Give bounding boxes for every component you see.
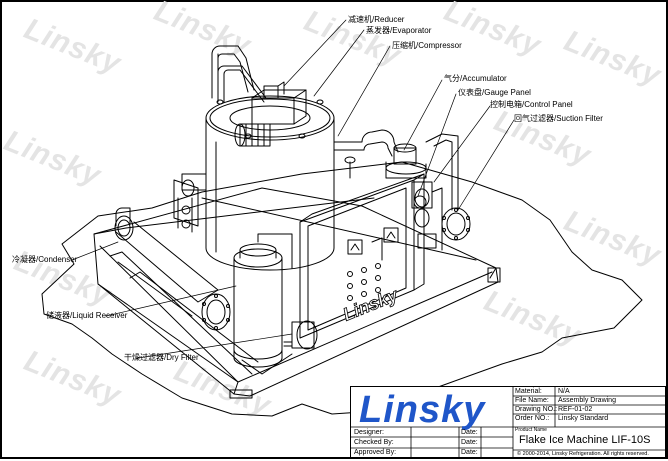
callout-suction-filter: 回气过滤器/Suction Filter	[514, 114, 603, 123]
order-no-value: Linsky Standard	[558, 415, 609, 422]
checked-date-label: Date:	[461, 439, 478, 446]
designer-date-label: Date:	[461, 429, 478, 436]
control-panel-box	[299, 173, 425, 339]
liquid-receiver	[233, 233, 293, 368]
receiver-flange	[201, 293, 231, 331]
product-name-label: Product Name	[515, 427, 547, 433]
ground-outline	[41, 161, 643, 417]
order-no-label: Order NO.:	[515, 415, 550, 422]
leader-lines	[71, 19, 515, 359]
callout-evaporator: 蒸发器/Evaporator	[366, 26, 432, 35]
gauge-panel	[344, 156, 427, 209]
callout-accumulator: 气分/Accumulator	[444, 74, 507, 83]
evaporator-drum	[205, 95, 335, 271]
material-value: N/A	[558, 388, 570, 395]
drawing-no-value: REF-01-02	[558, 406, 593, 413]
linsky-logo: Linsky	[359, 389, 486, 431]
material-label: Material:	[515, 388, 542, 395]
callout-reducer: 减速机/Reducer	[348, 15, 405, 24]
base-frame	[93, 187, 501, 399]
condenser	[114, 207, 219, 317]
approved-date-label: Date:	[461, 449, 478, 456]
compressor	[173, 173, 207, 233]
title-block-grid	[351, 387, 667, 459]
dry-filter	[241, 320, 318, 375]
callout-dry-filter: 干燥过滤器/Dry Filter	[124, 353, 199, 362]
file-name-label: File Name:	[515, 397, 549, 404]
top-left-piping	[211, 45, 267, 103]
product-name: Flake Ice Machine LIF-10S	[519, 434, 651, 446]
reducer-motor	[234, 81, 307, 147]
drawing-no-label: Drawing NO.:	[515, 406, 558, 413]
designer-label: Designer:	[354, 429, 384, 436]
callout-condenser: 冷凝器/Condenser	[12, 255, 78, 264]
checked-by-label: Checked By:	[354, 439, 394, 446]
callout-liquid-receiver: 储液器/Liquid Receiver	[46, 311, 128, 320]
copyright: © 2000-2014, Linsky Refrigeration. All r…	[517, 451, 649, 457]
callout-control-panel: 控制电箱/Control Panel	[490, 100, 573, 109]
panel-logo: Linsky	[340, 284, 401, 324]
approved-by-label: Approved By:	[354, 449, 397, 456]
title-block: Linsky Material: N/A File Name: Assembly…	[350, 386, 667, 459]
suction-filter	[441, 207, 471, 241]
callout-gauge-panel: 仪表盘/Gauge Panel	[458, 88, 531, 97]
file-name-value: Assembly Drawing	[558, 397, 616, 404]
callout-compressor: 压缩机/Compressor	[392, 41, 462, 50]
